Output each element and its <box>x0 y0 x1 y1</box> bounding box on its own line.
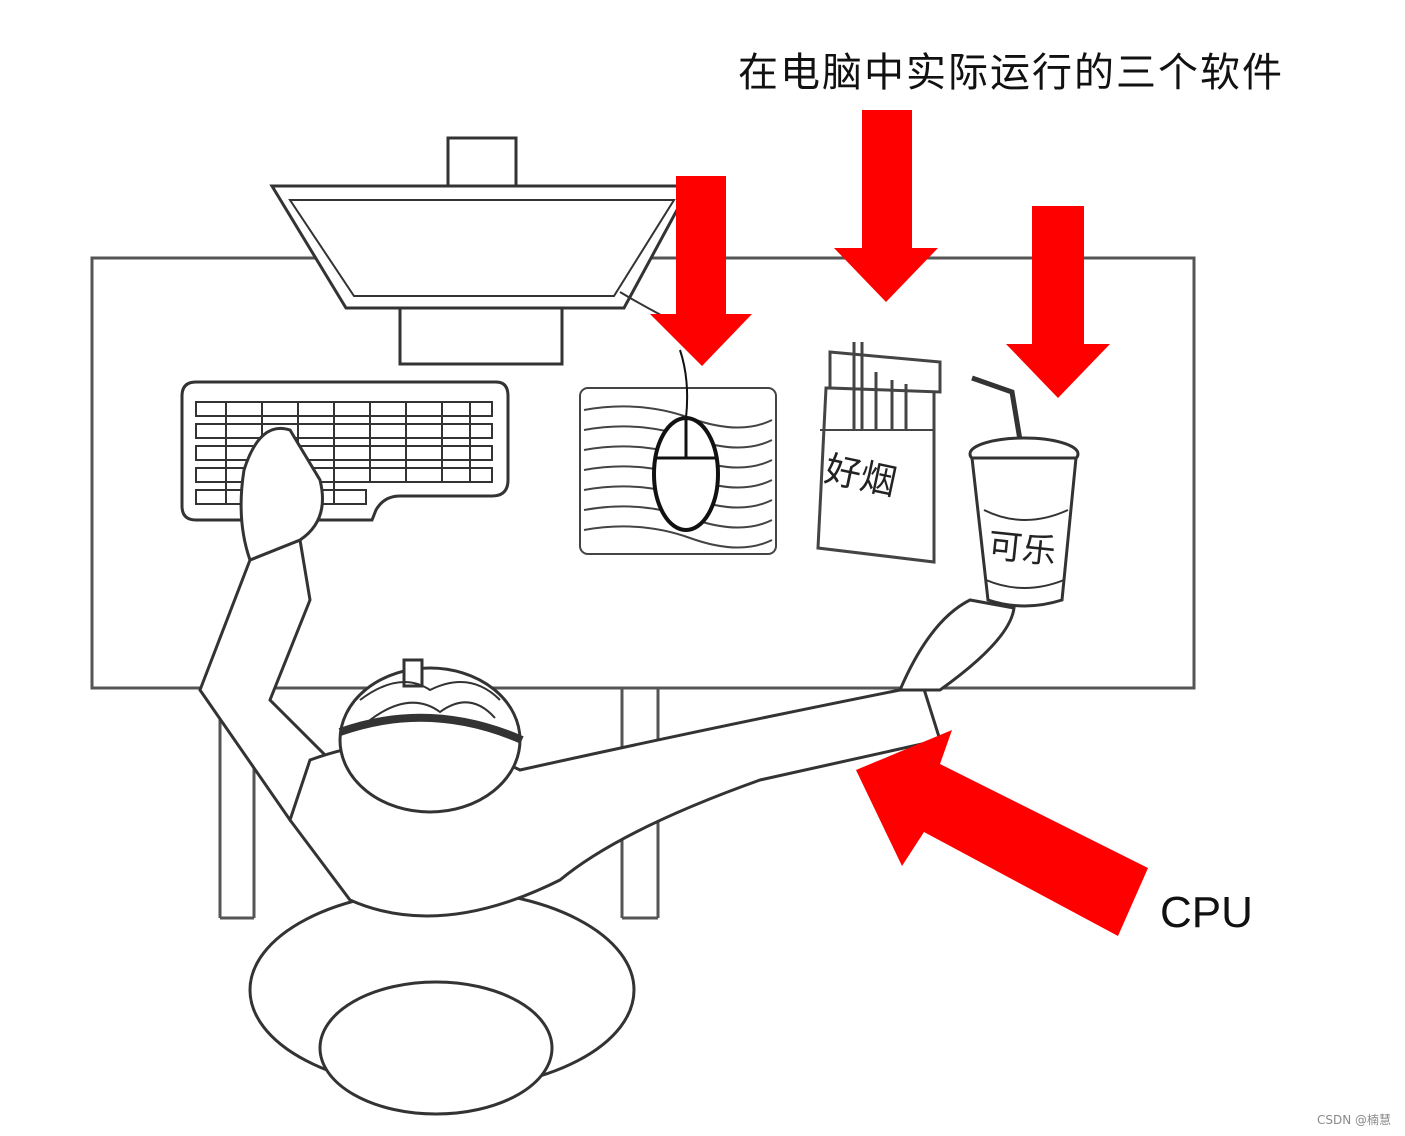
cola-label: 可乐 <box>986 526 1058 573</box>
person-icon <box>198 427 1016 1116</box>
cigarette-pack-icon <box>816 342 942 564</box>
watermark: CSDN @楠慧 <box>1316 1113 1391 1127</box>
arrow-diagonal-icon <box>856 730 1148 936</box>
cpu-caption: CPU <box>1160 888 1253 937</box>
software-caption: 在电脑中实际运行的三个软件 <box>738 50 1284 96</box>
arrow-down-icon <box>1006 206 1110 398</box>
mouse-icon <box>652 349 720 532</box>
arrow-down-icon <box>650 176 752 366</box>
keyboard-keys <box>195 401 493 505</box>
monitor-icon <box>269 136 693 366</box>
cola-cup-icon <box>968 375 1080 608</box>
arrow-down-icon <box>834 110 938 302</box>
